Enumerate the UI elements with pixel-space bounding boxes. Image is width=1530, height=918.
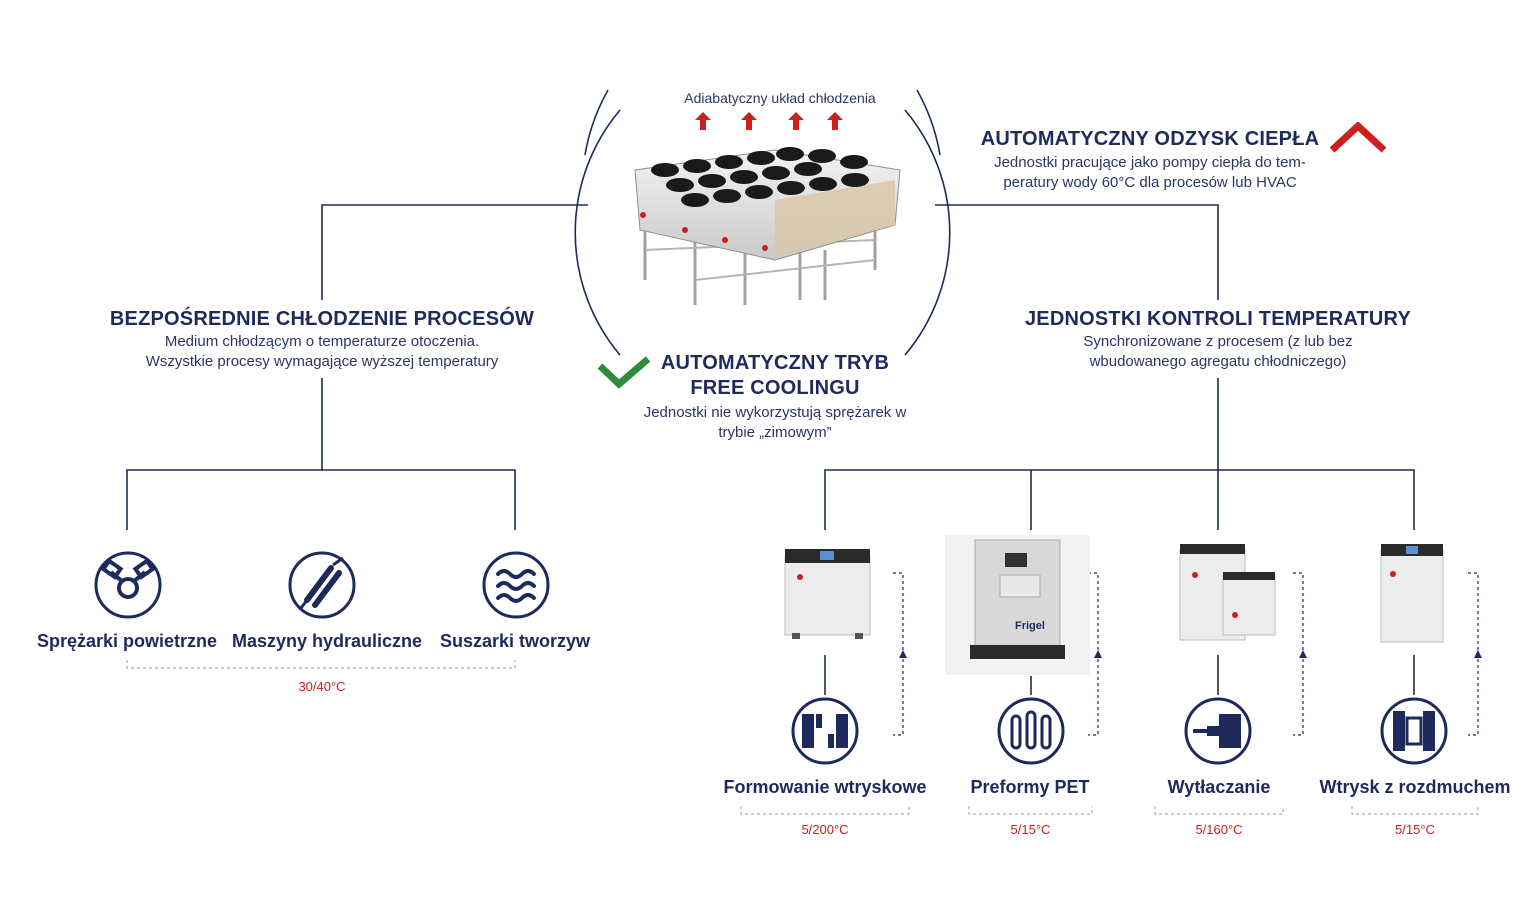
up-arrow-icon xyxy=(827,112,843,130)
tcu-title: JEDNOSTKI KONTROLI TEMPERATURY xyxy=(1024,308,1411,330)
hydraulic-icon xyxy=(288,551,356,619)
chevron-up-icon xyxy=(1330,122,1386,153)
cooler-caption: Adiabatyczny układ chłodzenia xyxy=(684,90,876,106)
heat-recovery-line2: peratury wody 60°C dla procesów lub HVAC xyxy=(1003,174,1297,191)
temp-blow: 5/15°C xyxy=(1395,822,1435,837)
tcu-machine-4-image xyxy=(1380,544,1444,643)
label-injection-molding: Formowanie wtryskowe xyxy=(723,777,927,797)
up-arrow-icon xyxy=(788,112,804,130)
dryer-icon xyxy=(482,551,550,619)
temp-pet: 5/15°C xyxy=(1010,822,1051,837)
injection-molding-icon xyxy=(791,697,859,765)
temp-bracket-left xyxy=(126,660,516,669)
connector-left-bus xyxy=(126,469,516,530)
check-icon xyxy=(597,356,651,389)
connector-right-bus xyxy=(824,469,1415,530)
label-plastic-dryers: Suszarki tworzyw xyxy=(439,631,591,651)
adiabatic-cooler-image xyxy=(634,147,901,305)
heat-up-arrows xyxy=(695,112,843,130)
free-cooling-line1: Jednostki nie wykorzystują sprężarek w xyxy=(643,404,907,421)
connector-left-top xyxy=(321,204,588,300)
label-hydraulic-machines: Maszyny hydrauliczne xyxy=(231,631,423,651)
arc-right xyxy=(904,109,951,356)
extrusion-icon xyxy=(1184,697,1252,765)
tcu-machine-2-image: Frigel xyxy=(945,535,1090,675)
heat-recovery-title: AUTOMATYCZNY ODZYSK CIEPŁA xyxy=(980,128,1320,150)
direct-cooling-line1: Medium chłodzącym o temperaturze otoczen… xyxy=(164,333,480,350)
label-blow-molding: Wtrysk z rozdmuchem xyxy=(1319,777,1511,797)
compressor-icon xyxy=(94,551,162,619)
tcu-line1: Synchronizowane z procesem (z lub bez xyxy=(1083,333,1353,350)
temp-extrusion: 5/160°C xyxy=(1195,822,1243,837)
connector-right-top xyxy=(935,204,1219,300)
label-pet-preforms: Preformy PET xyxy=(970,777,1090,797)
blow-molding-icon xyxy=(1380,697,1448,765)
pet-preform-icon xyxy=(997,697,1065,765)
tcu-machine-3-image xyxy=(1179,544,1276,641)
free-cooling-line2: trybie „zimowym” xyxy=(718,424,832,441)
label-air-compressors: Sprężarki powietrzne xyxy=(36,631,218,651)
up-arrow-icon xyxy=(695,112,711,130)
temp-injection: 5/200°C xyxy=(801,822,849,837)
tcu-machine-1-image xyxy=(784,549,871,639)
label-extrusion: Wytłaczanie xyxy=(1167,777,1271,797)
temp-direct: 30/40°C xyxy=(298,679,346,694)
heat-recovery-line1: Jednostki pracujące jako pompy ciepła do… xyxy=(994,154,1306,171)
free-cooling-title-2: FREE COOLINGU xyxy=(690,377,860,399)
tcu-line2: wbudowanego agregatu chłodniczego) xyxy=(1089,353,1347,370)
brand-label: Frigel xyxy=(1015,620,1045,632)
direct-cooling-title: BEZPOŚREDNIE CHŁODZENIE PROCESÓW xyxy=(109,308,535,330)
free-cooling-title-1: AUTOMATYCZNY TRYB xyxy=(660,352,890,374)
up-arrow-icon xyxy=(741,112,757,130)
direct-cooling-line2: Wszystkie procesy wymagające wyższej tem… xyxy=(145,353,499,370)
arc-left xyxy=(574,109,621,356)
